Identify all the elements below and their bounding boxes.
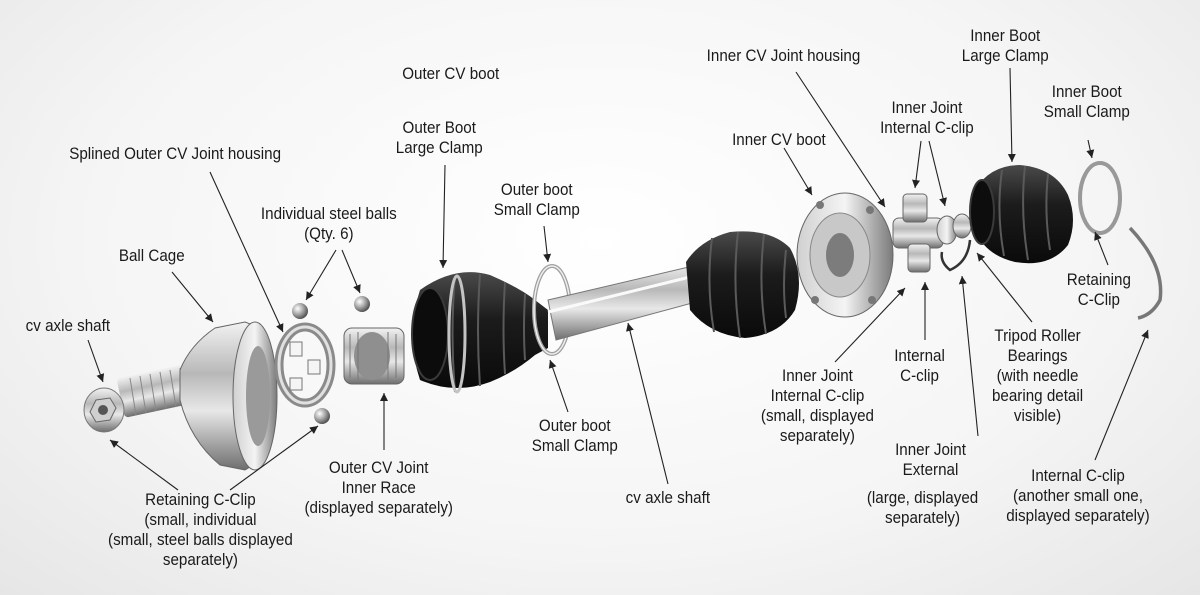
steel-ball — [292, 303, 308, 319]
label-individual-steel-balls: Individual steel balls(Qty. 6) — [260, 205, 397, 243]
label-inner-cv-boot: Inner CV boot — [732, 131, 826, 149]
label-outer-cv-boot: Outer CV boot — [402, 65, 500, 83]
steel-ball — [354, 296, 370, 312]
tripod-assembly — [892, 193, 972, 273]
outer-cv-inner-race — [343, 327, 405, 385]
steel-ball — [314, 408, 330, 424]
label-cv-axle-shaft-left: cv axle shaft — [25, 317, 111, 335]
retaining-c-clip — [1128, 226, 1163, 320]
inner-cv-joint-housing — [796, 192, 894, 318]
label-splined-outer-cv-joint-housing: Splined Outer CV Joint housing — [69, 145, 282, 163]
label-internal-c-clip-right: Internal C-clip(another small one,displa… — [1006, 467, 1150, 525]
inner-boot-small-clamp — [1078, 161, 1122, 235]
label-retaining-c-clip-left: Retaining C-Clip(small, individual(small… — [108, 491, 293, 569]
outer-axle-stub — [83, 363, 198, 433]
label-inner-cv-joint-housing: Inner CV Joint housing — [706, 47, 861, 65]
leader-lines — [87, 67, 1149, 491]
inner-joint-c-clip — [940, 239, 972, 272]
inner-boot-right — [969, 165, 1073, 264]
inner-cv-boot — [686, 231, 799, 339]
outer-cv-boot — [411, 272, 548, 394]
outer-cv-housing — [179, 321, 278, 471]
label-ball-cage: Ball Cage — [118, 247, 185, 265]
label-cv-axle-shaft-center: cv axle shaft — [625, 489, 711, 507]
ball-cage — [274, 322, 336, 408]
